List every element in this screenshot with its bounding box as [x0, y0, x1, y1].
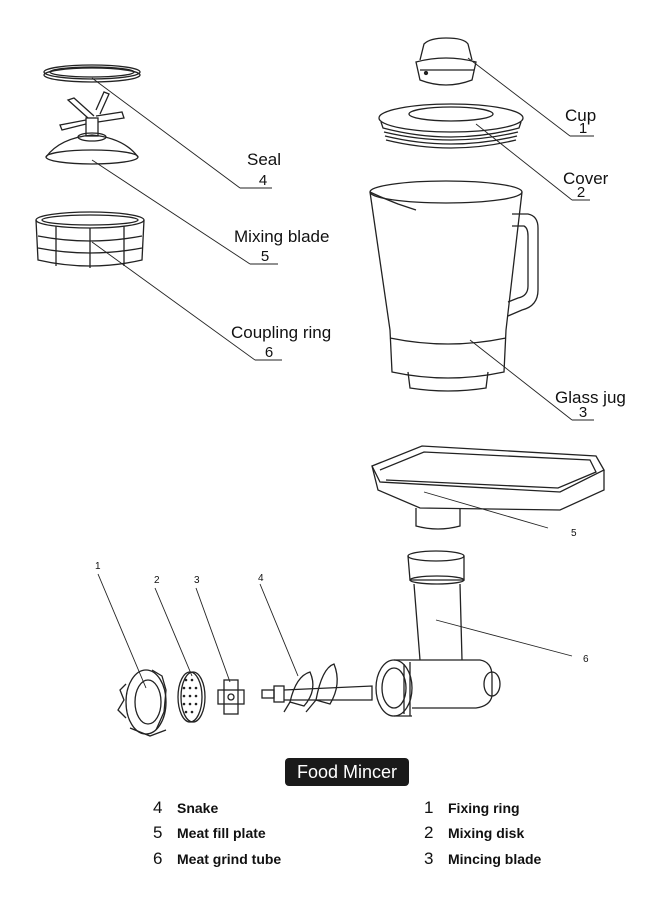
label-cover: Cover [563, 169, 609, 188]
coupling-ring-drawing [35, 211, 145, 268]
legend-text: Mincing blade [448, 851, 542, 867]
seal-drawing [43, 64, 141, 83]
legend-number: 4 [153, 798, 163, 817]
fixing-ring-drawing [117, 669, 167, 737]
number-glass-jug: 3 [578, 404, 588, 421]
leader-lines [91, 57, 594, 689]
legend-item: 1 Fixing ring [424, 798, 520, 818]
label-mixing-blade: Mixing blade [234, 227, 330, 246]
legend-text: Mixing disk [448, 825, 525, 841]
legend-number: 3 [424, 849, 434, 868]
mincer-number-5: 5 [571, 528, 577, 539]
legend-text: Meat grind tube [177, 851, 282, 867]
glass-jug-drawing [369, 180, 539, 392]
mincing-blade-drawing [217, 679, 245, 715]
legend-item: 2 Mixing disk [424, 823, 524, 843]
legend-number: 6 [153, 849, 163, 868]
mincer-number-3: 3 [194, 575, 200, 586]
legend-text: Fixing ring [448, 800, 520, 816]
number-coupling-ring: 6 [264, 344, 274, 361]
legend-number: 5 [153, 823, 163, 842]
mincer-number-6: 6 [583, 654, 589, 665]
meat-fill-plate-drawing [371, 445, 605, 530]
legend-text: Snake [177, 800, 219, 816]
mincer-number-2: 2 [154, 575, 160, 586]
legend-item: 6 Meat grind tube [153, 849, 281, 869]
label-glass-jug: Glass jug [555, 388, 626, 407]
meat-grind-tube-drawing [375, 550, 501, 717]
label-cup: Cup [565, 106, 597, 125]
legend-item: 3 Mincing blade [424, 849, 541, 869]
mincer-number-1: 1 [95, 561, 101, 572]
mixing-disk-drawing [177, 671, 206, 723]
label-coupling-ring: Coupling ring [231, 323, 332, 342]
number-cover: 2 [576, 184, 586, 201]
number-seal: 4 [258, 172, 268, 189]
cup-drawing [415, 37, 477, 86]
legend-text: Meat fill plate [177, 825, 266, 841]
number-cup: 1 [578, 120, 588, 137]
legend-item: 4 Snake [153, 798, 218, 818]
label-seal: Seal [247, 150, 282, 169]
legend-item: 5 Meat fill plate [153, 823, 266, 843]
snake-drawing [261, 663, 373, 713]
mincer-number-4: 4 [258, 573, 264, 584]
food-mincer-title: Food Mincer [285, 758, 409, 786]
number-mixing-blade: 5 [260, 248, 270, 265]
cover-drawing [378, 103, 524, 149]
legend-number: 1 [424, 798, 434, 817]
mixing-blade-drawing [45, 91, 139, 165]
legend-number: 2 [424, 823, 434, 842]
